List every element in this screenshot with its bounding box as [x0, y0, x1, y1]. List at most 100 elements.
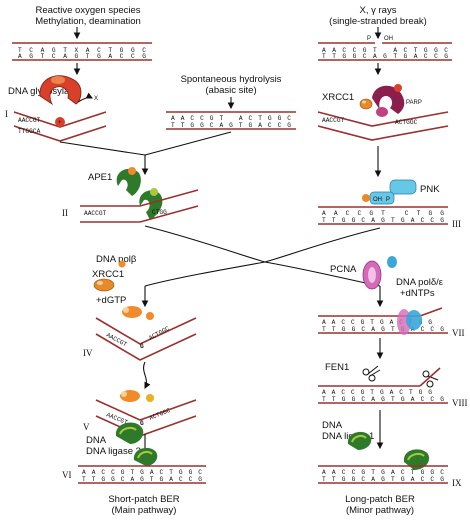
seq-ii-top: AACCGT — [84, 210, 107, 217]
short-patch-sub: (Main pathway) — [112, 505, 177, 516]
dna-pol-delta-label: DNA polδ/ε — [396, 277, 444, 288]
svg-text:ACTGGC: ACTGGC — [395, 119, 418, 126]
source-methylation-label: Methylation, deamination — [35, 16, 141, 27]
svg-text:CTGG: CTGG — [152, 209, 167, 216]
step-ii-label: II — [62, 208, 68, 218]
xrcc1-label-top: XRCC1 — [322, 92, 354, 103]
dna-pol-beta-label: DNA polβ — [96, 254, 137, 265]
dna-duplex-x-lesion: TCAGTXACTGGC AGTCAGTGACCG — [12, 42, 152, 61]
source-ssb-label: (single-stranded break) — [329, 16, 427, 27]
ape1-enzyme-icon — [116, 167, 141, 196]
pcna-ring-icon — [362, 256, 397, 290]
seq-ix-bot: TTGGCAGTGACCG — [322, 476, 444, 483]
step-viii-label: VIII — [452, 398, 468, 408]
step-iii-label: III — [452, 219, 461, 229]
dna-bent-step-ii: AACCGT CTGG — [80, 189, 199, 223]
long-patch-title: Long-patch BER — [345, 494, 415, 505]
long-patch-sub: (Minor pathway) — [346, 505, 414, 516]
seq-i-bot: TTGGCA — [18, 128, 41, 135]
ape1-label: APE1 — [88, 172, 112, 183]
ligase1-bound-icon — [403, 449, 430, 470]
dna-duplex-step-ix: AACCGTGACTGGC TTGGCAGTGACCG — [318, 465, 448, 484]
pol-beta-step-v-icon — [120, 390, 154, 402]
pol-delta-bound-icon — [397, 309, 422, 335]
parp-protein-icon — [372, 84, 405, 117]
seq-vii-bot: TTGGCAGTGACCG — [322, 326, 444, 333]
xrcc1-small-icon — [362, 194, 370, 202]
step-vii-label: VII — [452, 328, 465, 338]
step-iv-label: IV — [83, 348, 93, 358]
source-xray-label: X, γ rays — [360, 5, 397, 16]
seq-top-x: TCAGTXACTGGC — [18, 47, 146, 54]
xrcc1-label-left: XRCC1 — [92, 269, 124, 280]
seq-ix-top: AACCGTGACTGGC — [322, 469, 444, 476]
seq-ssb-bot: TTGGCAGTGACCG — [322, 53, 448, 60]
ligase1-icon — [347, 431, 372, 450]
dna-duplex-step-vii: AACCGTGACTGG TTGGCAGTGACCG — [318, 307, 448, 334]
dntps-label: +dNTPs — [400, 288, 435, 299]
dna-ligase1-label-1: DNA — [322, 420, 343, 431]
fen1-scissors-icon — [362, 365, 381, 382]
svg-text:+: + — [58, 120, 62, 126]
dna-duplex-step-vi: AACCGTGACTGGC TTGGCAGTGACCG — [78, 465, 206, 484]
dna-bent-step-v: AACCGT ACTGGC G — [95, 399, 197, 437]
abasic-label: (abasic site) — [205, 85, 256, 96]
pnk-oh-label: OH — [373, 197, 382, 203]
seq-iii-bot: TTGGCAGTGACCG — [322, 217, 444, 224]
seq-iii-top: AACCGT CTGG — [322, 210, 444, 217]
pol-beta-bound-icon — [122, 306, 154, 320]
merge-line-left — [59, 141, 146, 156]
seq-v-g: G — [140, 420, 144, 427]
seq-viii-bot: TTGGCAGTGACCG — [322, 396, 444, 403]
seq-abasic-bot: TTGGCAGTGACCG — [171, 122, 291, 129]
dgtp-label: +dGTP — [96, 295, 126, 306]
seq-iv-g: G — [140, 343, 144, 350]
x-base-label: X — [94, 96, 98, 102]
dna-pol-beta-icon — [118, 260, 126, 268]
seq-vi-top: AACCGTGACTGGC — [82, 469, 202, 476]
dna-bent-step-iv: AACCGT ACTGGC G — [95, 317, 197, 361]
arrow-to-step-v — [143, 361, 151, 389]
svg-text:ACTGGC: ACTGGC — [148, 325, 171, 342]
merge-line-right — [144, 131, 232, 156]
seq-i-top: AACCGT — [18, 117, 41, 124]
arrow-x-release — [77, 92, 93, 103]
seq-bot-x: AGTCAGTGACCG — [18, 53, 146, 60]
dna-duplex-abasic: AACCGT ACTGGC TTGGCAGTGACCG — [166, 111, 296, 130]
dna-glycosylase-enzyme-icon — [39, 75, 82, 106]
pnk-p-label: P — [386, 197, 390, 203]
seq-vi-bot: TTGGCAGTGACCG — [82, 476, 202, 483]
dna-duplex-ssb: AACCGT ACTGGC TTGGCAGTGACCG — [318, 42, 452, 61]
source-ros-label: Reactive oxygen species — [35, 5, 140, 16]
ape1-bound-icon — [139, 188, 163, 220]
xrcc1-left-icon — [93, 278, 115, 292]
seq-abasic-top: AACCGT ACTGGC — [171, 115, 291, 122]
xrcc1-protein-icon — [359, 98, 373, 110]
dna-ligase1-label: DNA ligase1 — [322, 431, 374, 442]
ligase3-icon — [115, 422, 144, 444]
seq-viii-top: AACCGTGACTGG — [322, 389, 432, 396]
svg-text:AACCGT: AACCGT — [322, 117, 345, 124]
ssb-oh-label: OH — [384, 36, 393, 42]
pnk-protein-icon — [369, 179, 417, 205]
step-v-label: V — [83, 422, 90, 432]
fen1-label: FEN1 — [325, 362, 349, 373]
dna-ligase3-label-1: DNA — [86, 435, 107, 446]
dna-duplex-step-iii: AACCGT CTGG TTGGCAGTGACCG — [318, 206, 448, 225]
svg-text:ACTGGC: ACTGGC — [148, 407, 172, 422]
scissors-flap-icon — [422, 370, 439, 388]
pnk-label: PNK — [420, 184, 440, 195]
ligase3-bound-icon — [133, 447, 158, 466]
cross-line-a1 — [144, 225, 266, 263]
parp-label: PARP — [406, 100, 422, 106]
cross-line-a2 — [264, 227, 381, 263]
short-patch-title: Short-patch BER — [108, 494, 179, 505]
step-ix-label: IX — [452, 478, 462, 488]
step-i-label: I — [5, 109, 8, 119]
seq-ssb-top: AACCGT ACTGGC — [322, 47, 448, 54]
dna-ligase3-label: DNA ligase 3 — [86, 446, 141, 457]
cross-line-b1 — [144, 261, 266, 287]
pcna-label: PCNA — [330, 264, 357, 275]
ssb-p-label: P — [367, 36, 371, 42]
